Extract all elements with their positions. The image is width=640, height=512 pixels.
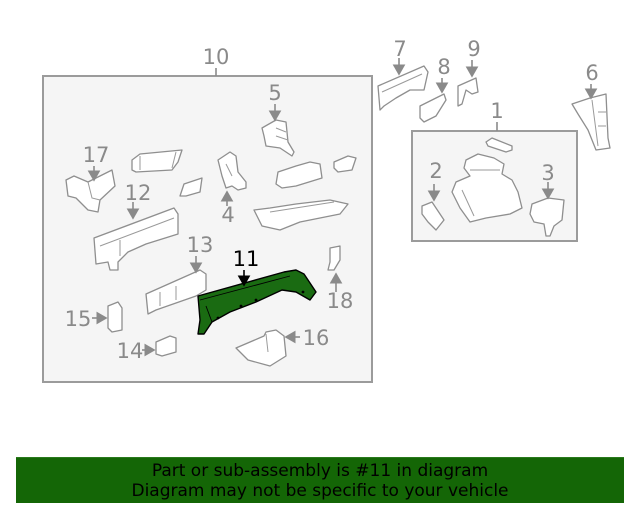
callout-8[interactable]: 8: [437, 55, 450, 79]
part-2[interactable]: 2: [421, 159, 445, 231]
callout-14[interactable]: 14: [117, 339, 144, 363]
part-11-highlighted[interactable]: 11: [197, 247, 317, 335]
part-14[interactable]: 14: [117, 335, 177, 363]
part-step-panel[interactable]: [275, 155, 357, 189]
callout-1[interactable]: 1: [490, 99, 503, 123]
part-7[interactable]: 7: [377, 37, 429, 111]
part-6[interactable]: 6: [571, 61, 611, 151]
callout-17[interactable]: 17: [83, 143, 110, 167]
banner-line-2: Diagram may not be specific to your vehi…: [131, 480, 509, 501]
part-1-wheelhouse[interactable]: [451, 153, 523, 223]
part-18[interactable]: 18: [327, 245, 354, 313]
callout-5[interactable]: 5: [268, 81, 281, 105]
callout-2[interactable]: 2: [429, 159, 442, 183]
callout-10[interactable]: 10: [203, 45, 230, 69]
part-9[interactable]: 9: [457, 37, 481, 107]
callout-16[interactable]: 16: [303, 326, 330, 350]
parts-diagram: 10 1 17 12 4 5: [42, 37, 611, 383]
banner-line-1: Part or sub-assembly is #11 in diagram: [151, 460, 489, 481]
part-12[interactable]: 12: [93, 181, 179, 271]
callout-7[interactable]: 7: [393, 37, 406, 61]
callout-13[interactable]: 13: [187, 233, 214, 257]
assembly-box-10: 10: [42, 45, 373, 383]
part-5[interactable]: 5: [261, 81, 295, 157]
callout-15[interactable]: 15: [65, 307, 92, 331]
part-small-plate[interactable]: [179, 177, 203, 197]
part-3[interactable]: 3: [529, 161, 565, 237]
callout-12[interactable]: 12: [125, 181, 152, 205]
part-15[interactable]: 15: [65, 301, 123, 333]
callout-18[interactable]: 18: [327, 289, 354, 313]
part-floor-rail[interactable]: [253, 199, 349, 231]
part-8[interactable]: 8: [419, 55, 451, 123]
part-4[interactable]: 4: [217, 151, 247, 227]
part-17[interactable]: 17: [65, 143, 116, 213]
part-16[interactable]: 16: [235, 326, 330, 367]
part-13[interactable]: 13: [145, 233, 214, 315]
callout-11[interactable]: 11: [233, 247, 260, 271]
callout-9[interactable]: 9: [467, 37, 480, 61]
callout-3[interactable]: 3: [541, 161, 554, 185]
info-banner: Part or sub-assembly is #11 in diagram D…: [16, 457, 624, 503]
callout-6[interactable]: 6: [585, 61, 598, 85]
callout-4[interactable]: 4: [221, 203, 234, 227]
part-1-bracket[interactable]: [485, 137, 513, 153]
part-upper-rail-bracket[interactable]: [131, 149, 183, 173]
